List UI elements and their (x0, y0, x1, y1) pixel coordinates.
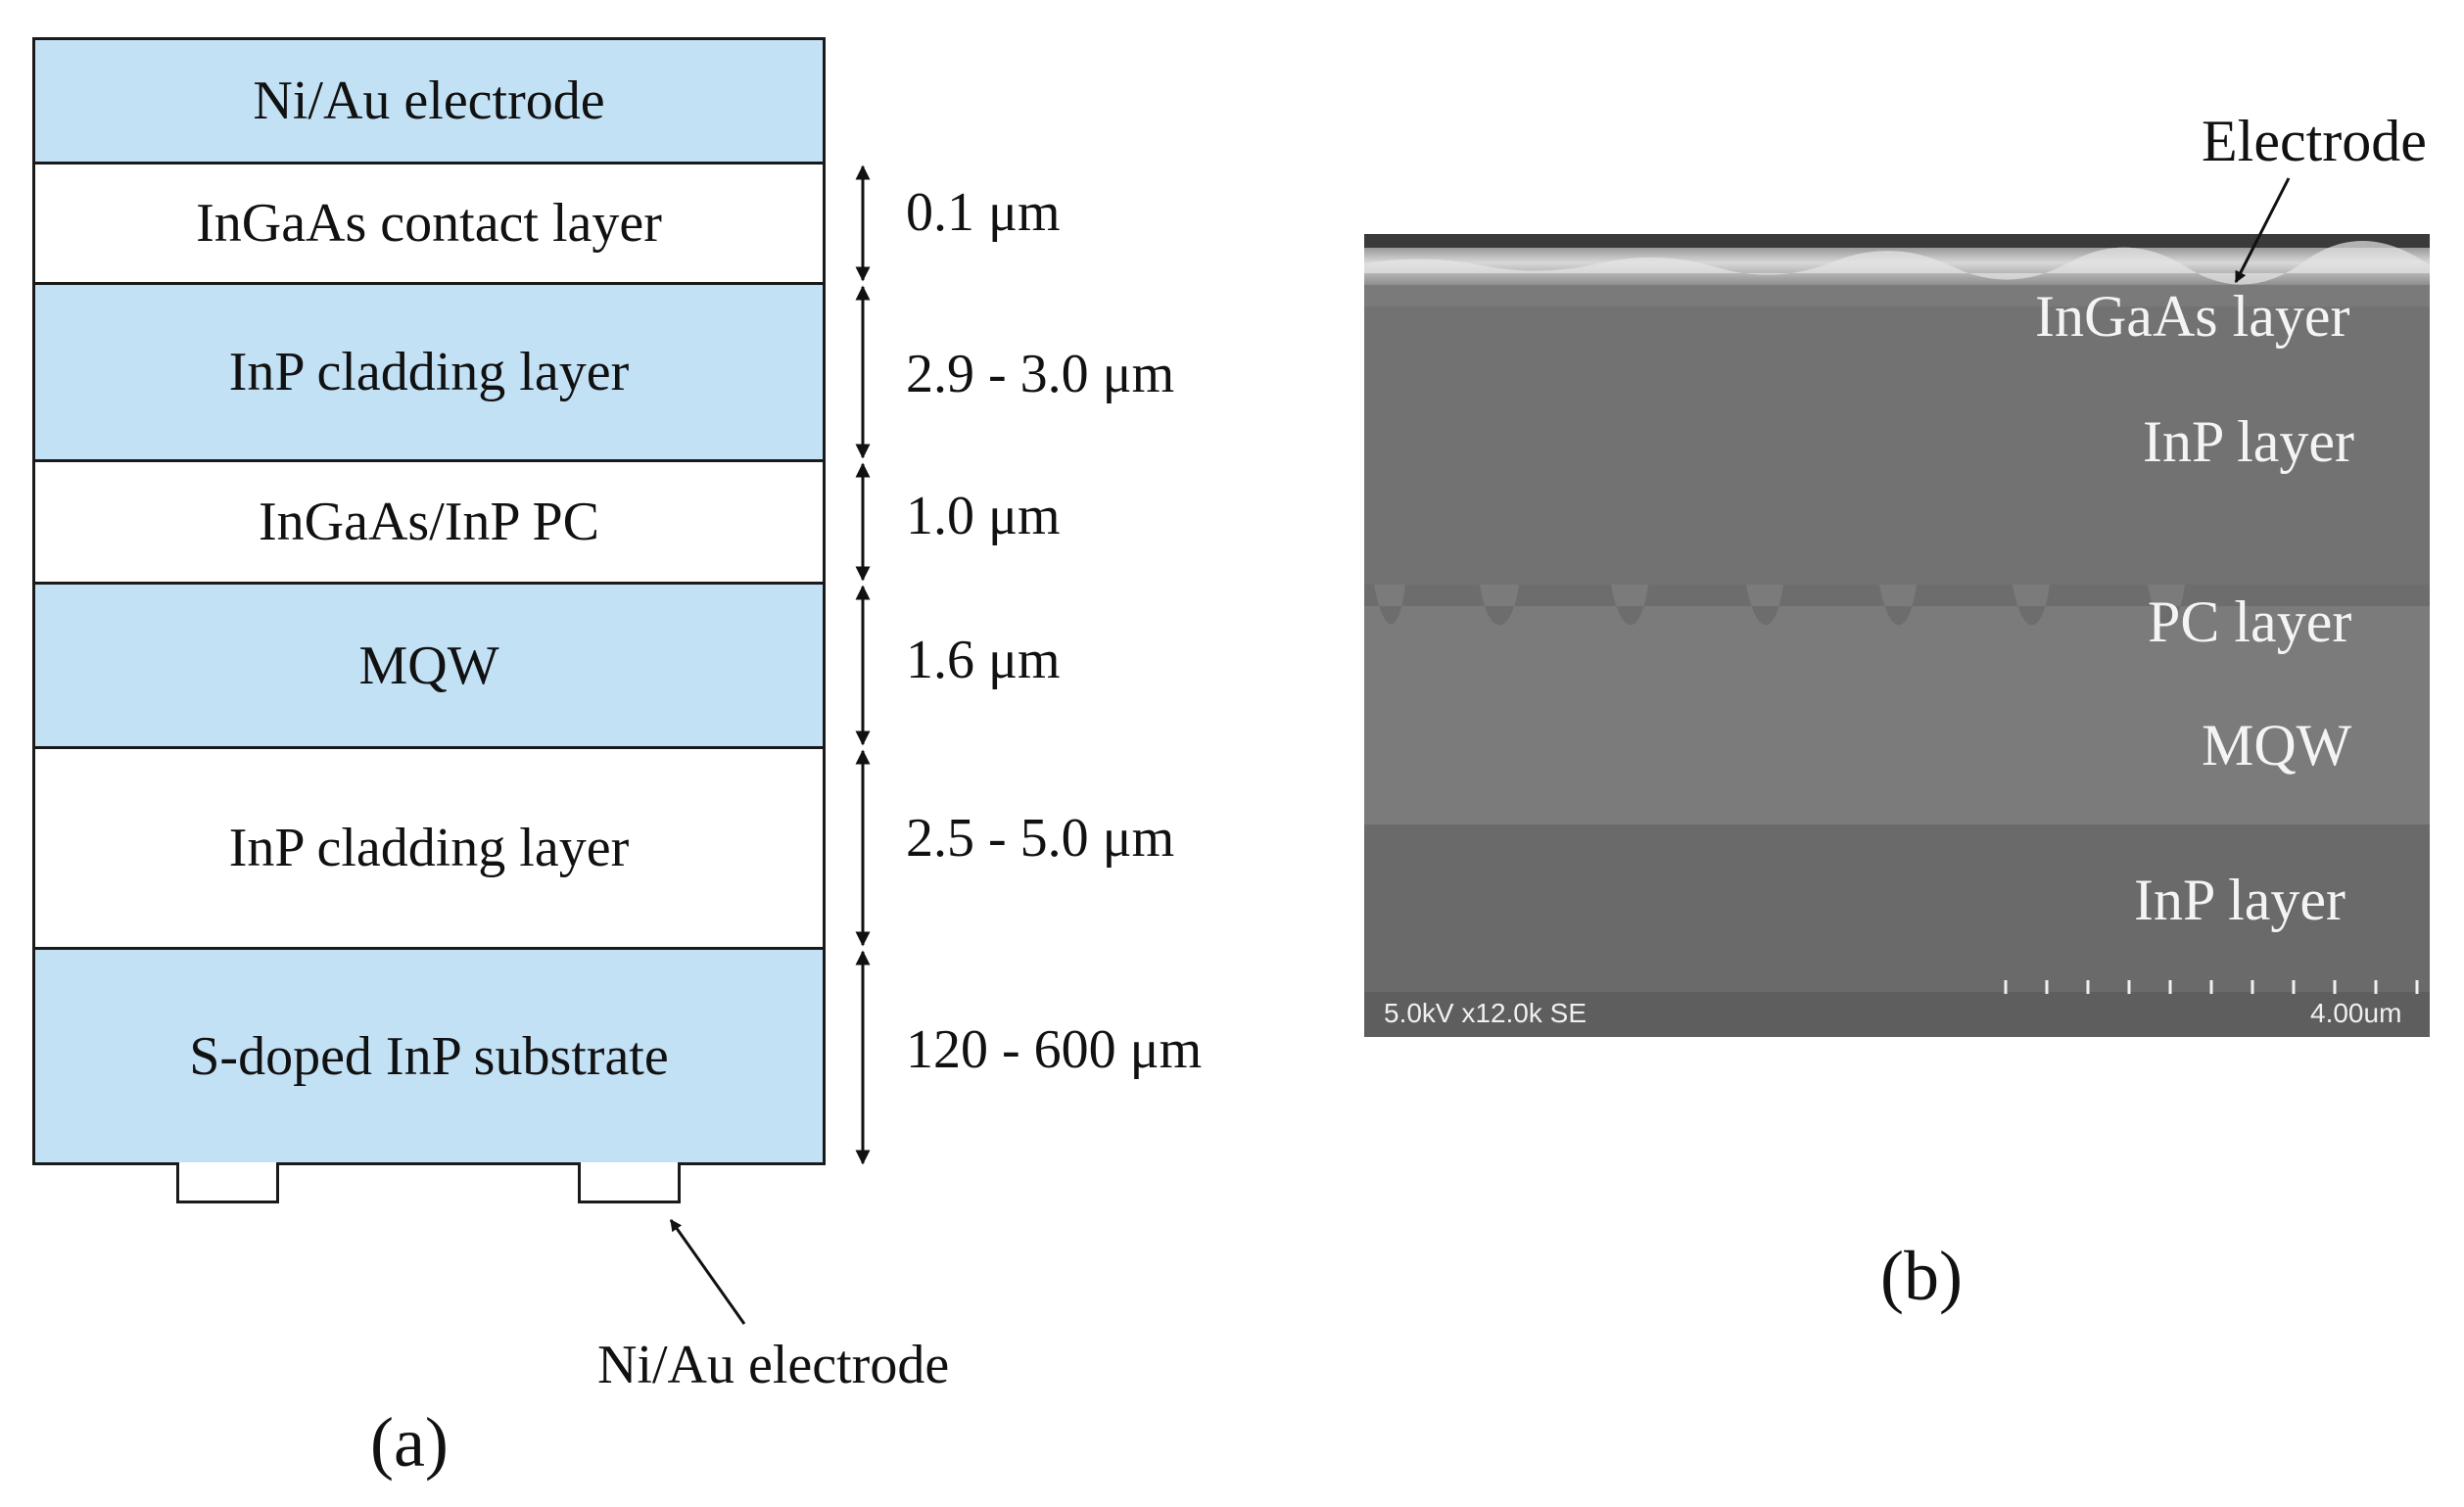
caption-a: (a) (370, 1403, 449, 1482)
sem-label-pc: PC layer (2148, 589, 2352, 654)
layer-label: InGaAs contact layer (196, 193, 662, 254)
electrode-pointer-arrow (2234, 177, 2291, 284)
layer-label: S-doped InP substrate (189, 1025, 669, 1087)
layer-label: MQW (358, 635, 499, 696)
sem-label-inp-bottom: InP layer (2134, 868, 2346, 932)
thickness-label-cladding-bottom: 2.5 - 5.0 μm (906, 808, 1175, 869)
thickness-label-substrate: 120 - 600 μm (906, 1019, 1203, 1080)
layer-ingaas-inp-pc: InGaAs/InP PC (32, 459, 826, 585)
thickness-label-contact: 0.1 μm (906, 182, 1061, 243)
layer-label: InP cladding layer (228, 342, 630, 402)
sem-scale-bar (2004, 980, 2419, 994)
caption-b: (b) (1880, 1237, 1963, 1315)
layer-label: Ni/Au electrode (253, 71, 605, 131)
thickness-label-mqw: 1.6 μm (906, 630, 1061, 690)
bottom-electrode-pad-left (176, 1162, 279, 1203)
bottom-electrode-pointer-arrow (669, 1219, 746, 1325)
sem-label-ingaas: InGaAs layer (2035, 284, 2350, 349)
layer-ni-au-electrode: Ni/Au electrode (32, 37, 826, 165)
sem-cross-section-image: InGaAs layer InP layer PC layer MQW InP … (1364, 234, 2430, 1037)
sem-image-graphic (1364, 234, 2430, 1037)
thickness-label-pc: 1.0 μm (906, 486, 1061, 546)
sem-label-electrode: Electrode (2202, 109, 2427, 173)
layer-inp-cladding-bottom: InP cladding layer (32, 746, 826, 950)
bottom-electrode-label: Ni/Au electrode (597, 1335, 950, 1395)
layer-mqw: MQW (32, 582, 826, 749)
bottom-electrode-pad-right (578, 1162, 681, 1203)
layer-label: InP cladding layer (228, 818, 630, 878)
layer-inp-cladding-top: InP cladding layer (32, 282, 826, 462)
sem-label-mqw: MQW (2202, 713, 2352, 777)
layer-label: InGaAs/InP PC (259, 492, 599, 552)
thickness-label-cladding-top: 2.9 - 3.0 μm (906, 344, 1175, 404)
sem-info-bar-text: 5.0kV x12.0k SE (1384, 998, 1587, 1028)
layer-s-doped-substrate: S-doped InP substrate (32, 947, 826, 1165)
sem-scale-label: 4.00um (2310, 998, 2402, 1028)
sem-label-inp-top: InP layer (2143, 409, 2355, 474)
